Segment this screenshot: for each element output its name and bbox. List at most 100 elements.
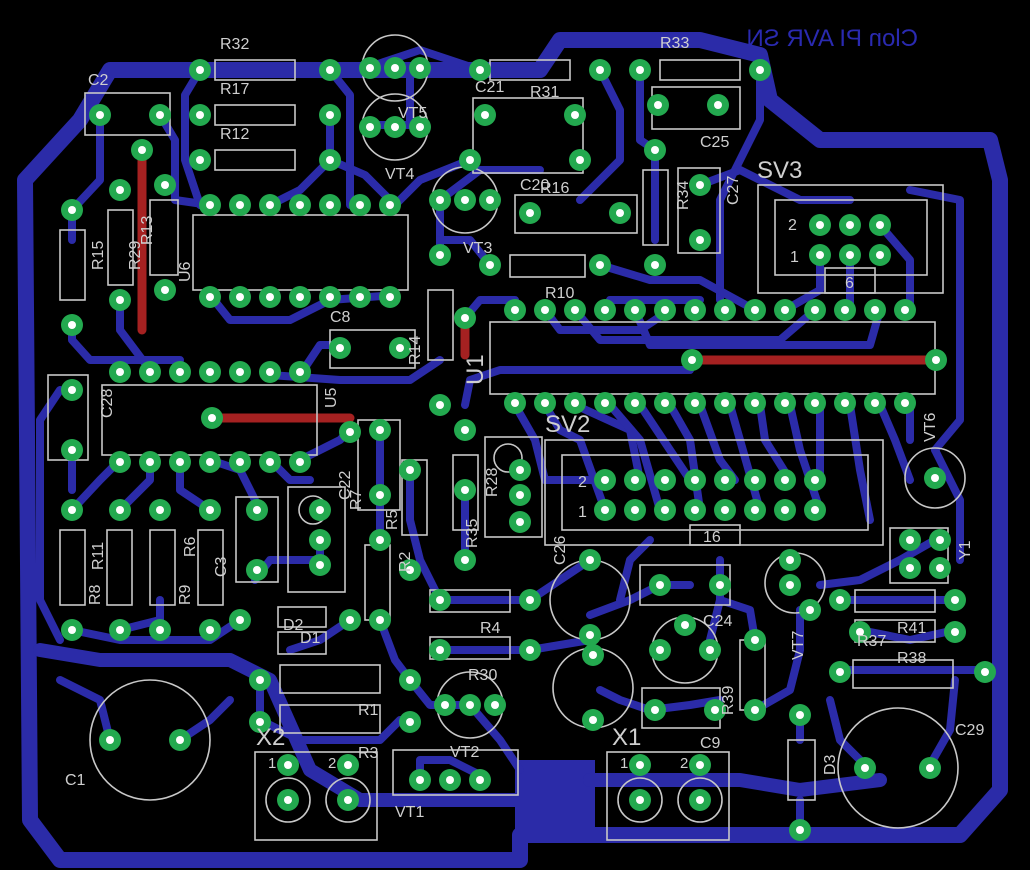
drill-hole <box>386 293 394 301</box>
label-r33: R33 <box>660 35 689 52</box>
drill-hole <box>651 146 659 154</box>
drill-hole <box>751 399 759 407</box>
drill-hole <box>68 626 76 634</box>
label-r14: R14 <box>407 336 424 365</box>
sv2-pin2-label: 2 <box>578 474 587 491</box>
drill-hole <box>138 146 146 154</box>
drill-hole <box>446 776 454 784</box>
drill-hole <box>206 293 214 301</box>
drill-hole <box>68 506 76 514</box>
drill-hole <box>346 616 354 624</box>
drill-hole <box>751 306 759 314</box>
drill-hole <box>751 706 759 714</box>
label-r9: R9 <box>177 584 194 605</box>
drill-hole <box>526 209 534 217</box>
drill-hole <box>391 123 399 131</box>
label-c24: C24 <box>703 613 732 630</box>
drill-hole <box>696 796 704 804</box>
drill-hole <box>176 458 184 466</box>
drill-hole <box>461 486 469 494</box>
drill-hole <box>116 626 124 634</box>
drill-hole <box>631 476 639 484</box>
drill-hole <box>208 414 216 422</box>
x1-pin2-label: 2 <box>680 755 688 772</box>
drill-hole <box>206 201 214 209</box>
drill-hole <box>781 506 789 514</box>
x1-pin1-label: 1 <box>620 755 628 772</box>
drill-hole <box>266 201 274 209</box>
label-r6: R6 <box>182 536 199 557</box>
label-u5: U5 <box>323 387 340 408</box>
drill-hole <box>68 206 76 214</box>
drill-hole <box>696 761 704 769</box>
sv3-pin6-label: 6 <box>845 275 854 292</box>
label-c1: C1 <box>65 772 86 789</box>
drill-hole <box>161 286 169 294</box>
drill-hole <box>236 368 244 376</box>
drill-hole <box>256 718 264 726</box>
drill-hole <box>486 261 494 269</box>
drill-hole <box>901 306 909 314</box>
drill-hole <box>253 506 261 514</box>
label-d1: D1 <box>300 630 321 647</box>
drill-hole <box>711 706 719 714</box>
label-c26: C26 <box>552 536 569 565</box>
drill-hole <box>688 356 696 364</box>
drill-hole <box>661 476 669 484</box>
label-vt3: VT3 <box>463 240 492 257</box>
drill-hole <box>481 111 489 119</box>
drill-hole <box>816 221 824 229</box>
drill-hole <box>176 368 184 376</box>
drill-hole <box>344 796 352 804</box>
drill-hole <box>631 506 639 514</box>
drill-hole <box>811 399 819 407</box>
drill-hole <box>656 581 664 589</box>
drill-hole <box>781 306 789 314</box>
drill-hole <box>836 668 844 676</box>
drill-hole <box>721 399 729 407</box>
drill-hole <box>376 491 384 499</box>
drill-hole <box>841 306 849 314</box>
drill-hole <box>356 293 364 301</box>
label-vt1: VT1 <box>395 804 424 821</box>
drill-hole <box>586 556 594 564</box>
drill-hole <box>68 386 76 394</box>
drill-hole <box>253 566 261 574</box>
drill-hole <box>951 596 959 604</box>
label-r32: R32 <box>220 36 249 53</box>
label-r30: R30 <box>468 667 497 684</box>
drill-hole <box>296 201 304 209</box>
drill-hole <box>661 306 669 314</box>
label-sv3: SV3 <box>757 157 802 184</box>
drill-hole <box>156 626 164 634</box>
drill-hole <box>806 606 814 614</box>
drill-hole <box>206 368 214 376</box>
drill-hole <box>541 399 549 407</box>
drill-hole <box>156 506 164 514</box>
drill-hole <box>256 676 264 684</box>
drill-hole <box>516 466 524 474</box>
drill-hole <box>756 66 764 74</box>
drill-hole <box>601 306 609 314</box>
sv2-pin1-label: 1 <box>578 504 587 521</box>
drill-hole <box>691 399 699 407</box>
label-r10: R10 <box>545 285 574 302</box>
label-r17: R17 <box>220 81 249 98</box>
drill-hole <box>691 476 699 484</box>
label-r11: R11 <box>90 542 107 570</box>
drill-hole <box>681 621 689 629</box>
drill-hole <box>856 628 864 636</box>
drill-hole <box>146 458 154 466</box>
label-c3: C3 <box>213 556 230 577</box>
drill-hole <box>266 293 274 301</box>
drill-hole <box>116 458 124 466</box>
drill-hole <box>416 123 424 131</box>
drill-hole <box>651 706 659 714</box>
drill-hole <box>326 293 334 301</box>
drill-hole <box>691 506 699 514</box>
drill-hole <box>751 506 759 514</box>
label-c29: C29 <box>955 722 984 739</box>
drill-hole <box>781 399 789 407</box>
drill-hole <box>811 476 819 484</box>
drill-hole <box>206 626 214 634</box>
